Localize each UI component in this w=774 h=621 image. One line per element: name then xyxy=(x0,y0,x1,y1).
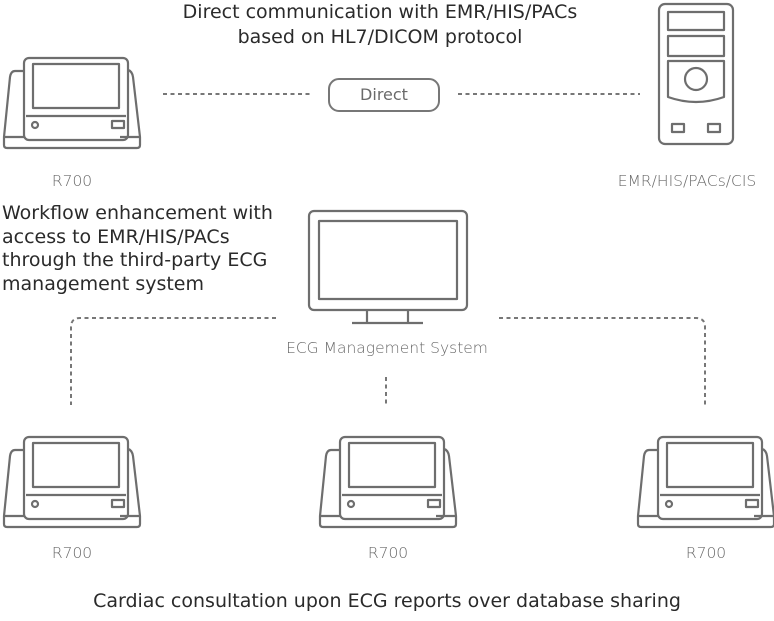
direct-connection-badge: Direct xyxy=(328,78,440,112)
heading-line: Workflow enhancement with xyxy=(2,202,273,224)
server-label: EMR/HIS/PACs/CIS xyxy=(617,172,757,190)
monitor-icon xyxy=(307,209,469,325)
workflow-heading: Workflow enhancement with access to EMR/… xyxy=(2,202,302,296)
heading-line: through the third-party ECG xyxy=(2,249,268,271)
heading-line: management system xyxy=(2,272,205,295)
connector-right-branch xyxy=(499,317,706,405)
direct-communication-heading: Direct communication with EMR/HIS/PACs b… xyxy=(120,0,640,50)
ecg-device-icon xyxy=(2,56,142,150)
heading-line: Direct communication with EMR/HIS/PACs xyxy=(182,1,578,23)
heading-line: access to EMR/HIS/PACs xyxy=(2,225,230,248)
ecg-device-icon xyxy=(2,435,142,529)
ecg-device-icon xyxy=(318,435,458,529)
heading-line: based on HL7/DICOM protocol xyxy=(237,26,523,48)
device-bottom-left-label: R700 xyxy=(51,544,93,562)
device-top-label: R700 xyxy=(51,172,93,190)
device-bottom-right-label: R700 xyxy=(685,544,727,562)
server-tower-icon xyxy=(657,2,735,146)
ecg-management-label: ECG Management System xyxy=(286,339,488,357)
device-bottom-center-label: R700 xyxy=(367,544,409,562)
consultation-heading: Cardiac consultation upon ECG reports ov… xyxy=(93,590,681,612)
connector-left-branch xyxy=(70,317,276,405)
ecg-device-icon xyxy=(636,435,774,529)
